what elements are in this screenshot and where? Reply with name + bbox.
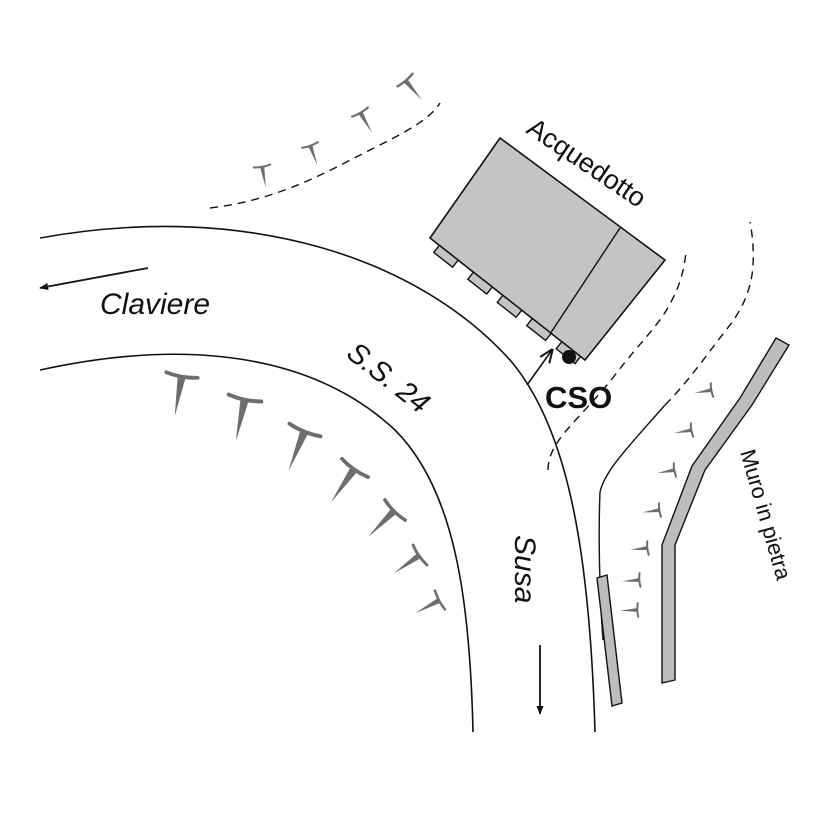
slope-hachure-mark <box>622 572 642 588</box>
road-edge-outer <box>39 225 596 733</box>
slope-hachure-mark <box>164 370 200 417</box>
claviere-label: Claviere <box>100 288 210 321</box>
claviere-direction-arrow <box>39 267 149 291</box>
stone-wall-segment <box>596 574 623 707</box>
slope-hachure-mark <box>301 141 319 166</box>
cso-station-marker <box>562 350 576 364</box>
bank-line-east <box>599 404 666 493</box>
slope-hachure-mark <box>657 462 678 478</box>
road-label: S.S. 24 <box>341 336 436 420</box>
building-annex <box>466 271 494 296</box>
slope-hachures <box>164 72 715 618</box>
slope-hachure-mark <box>287 421 323 471</box>
slope-hachure-mark <box>415 589 447 614</box>
cso-label: CSO <box>545 380 612 415</box>
building-annex <box>432 244 460 269</box>
slope-hachure-mark <box>694 382 715 398</box>
slope-hachure-mark <box>330 456 370 503</box>
slope-hachure-mark <box>393 543 429 574</box>
slope-hachure-mark <box>226 392 264 442</box>
road-edge-inner <box>39 353 474 733</box>
slope-hachure-mark <box>396 72 422 100</box>
slope-hachure-mark <box>252 163 272 188</box>
cso-pointer-arrow <box>526 350 552 386</box>
dashed-path-north <box>209 102 441 209</box>
slope-hachure-mark <box>674 422 695 438</box>
slope-hachure-mark <box>368 498 407 537</box>
slope-hachure-mark <box>620 602 640 618</box>
slope-hachure-mark <box>351 106 372 133</box>
dashed-path-east-1 <box>547 251 687 471</box>
susa-label: Susa <box>508 535 541 603</box>
muro-label: Muro in pietra <box>735 446 796 583</box>
acquedotto-building <box>428 136 667 365</box>
dashed-path-east-2 <box>664 221 754 406</box>
slope-hachure-mark <box>630 540 650 556</box>
stone-wall <box>661 337 790 684</box>
building-annex <box>496 294 523 319</box>
building-annex <box>525 317 553 342</box>
slope-hachure-mark <box>642 502 662 518</box>
